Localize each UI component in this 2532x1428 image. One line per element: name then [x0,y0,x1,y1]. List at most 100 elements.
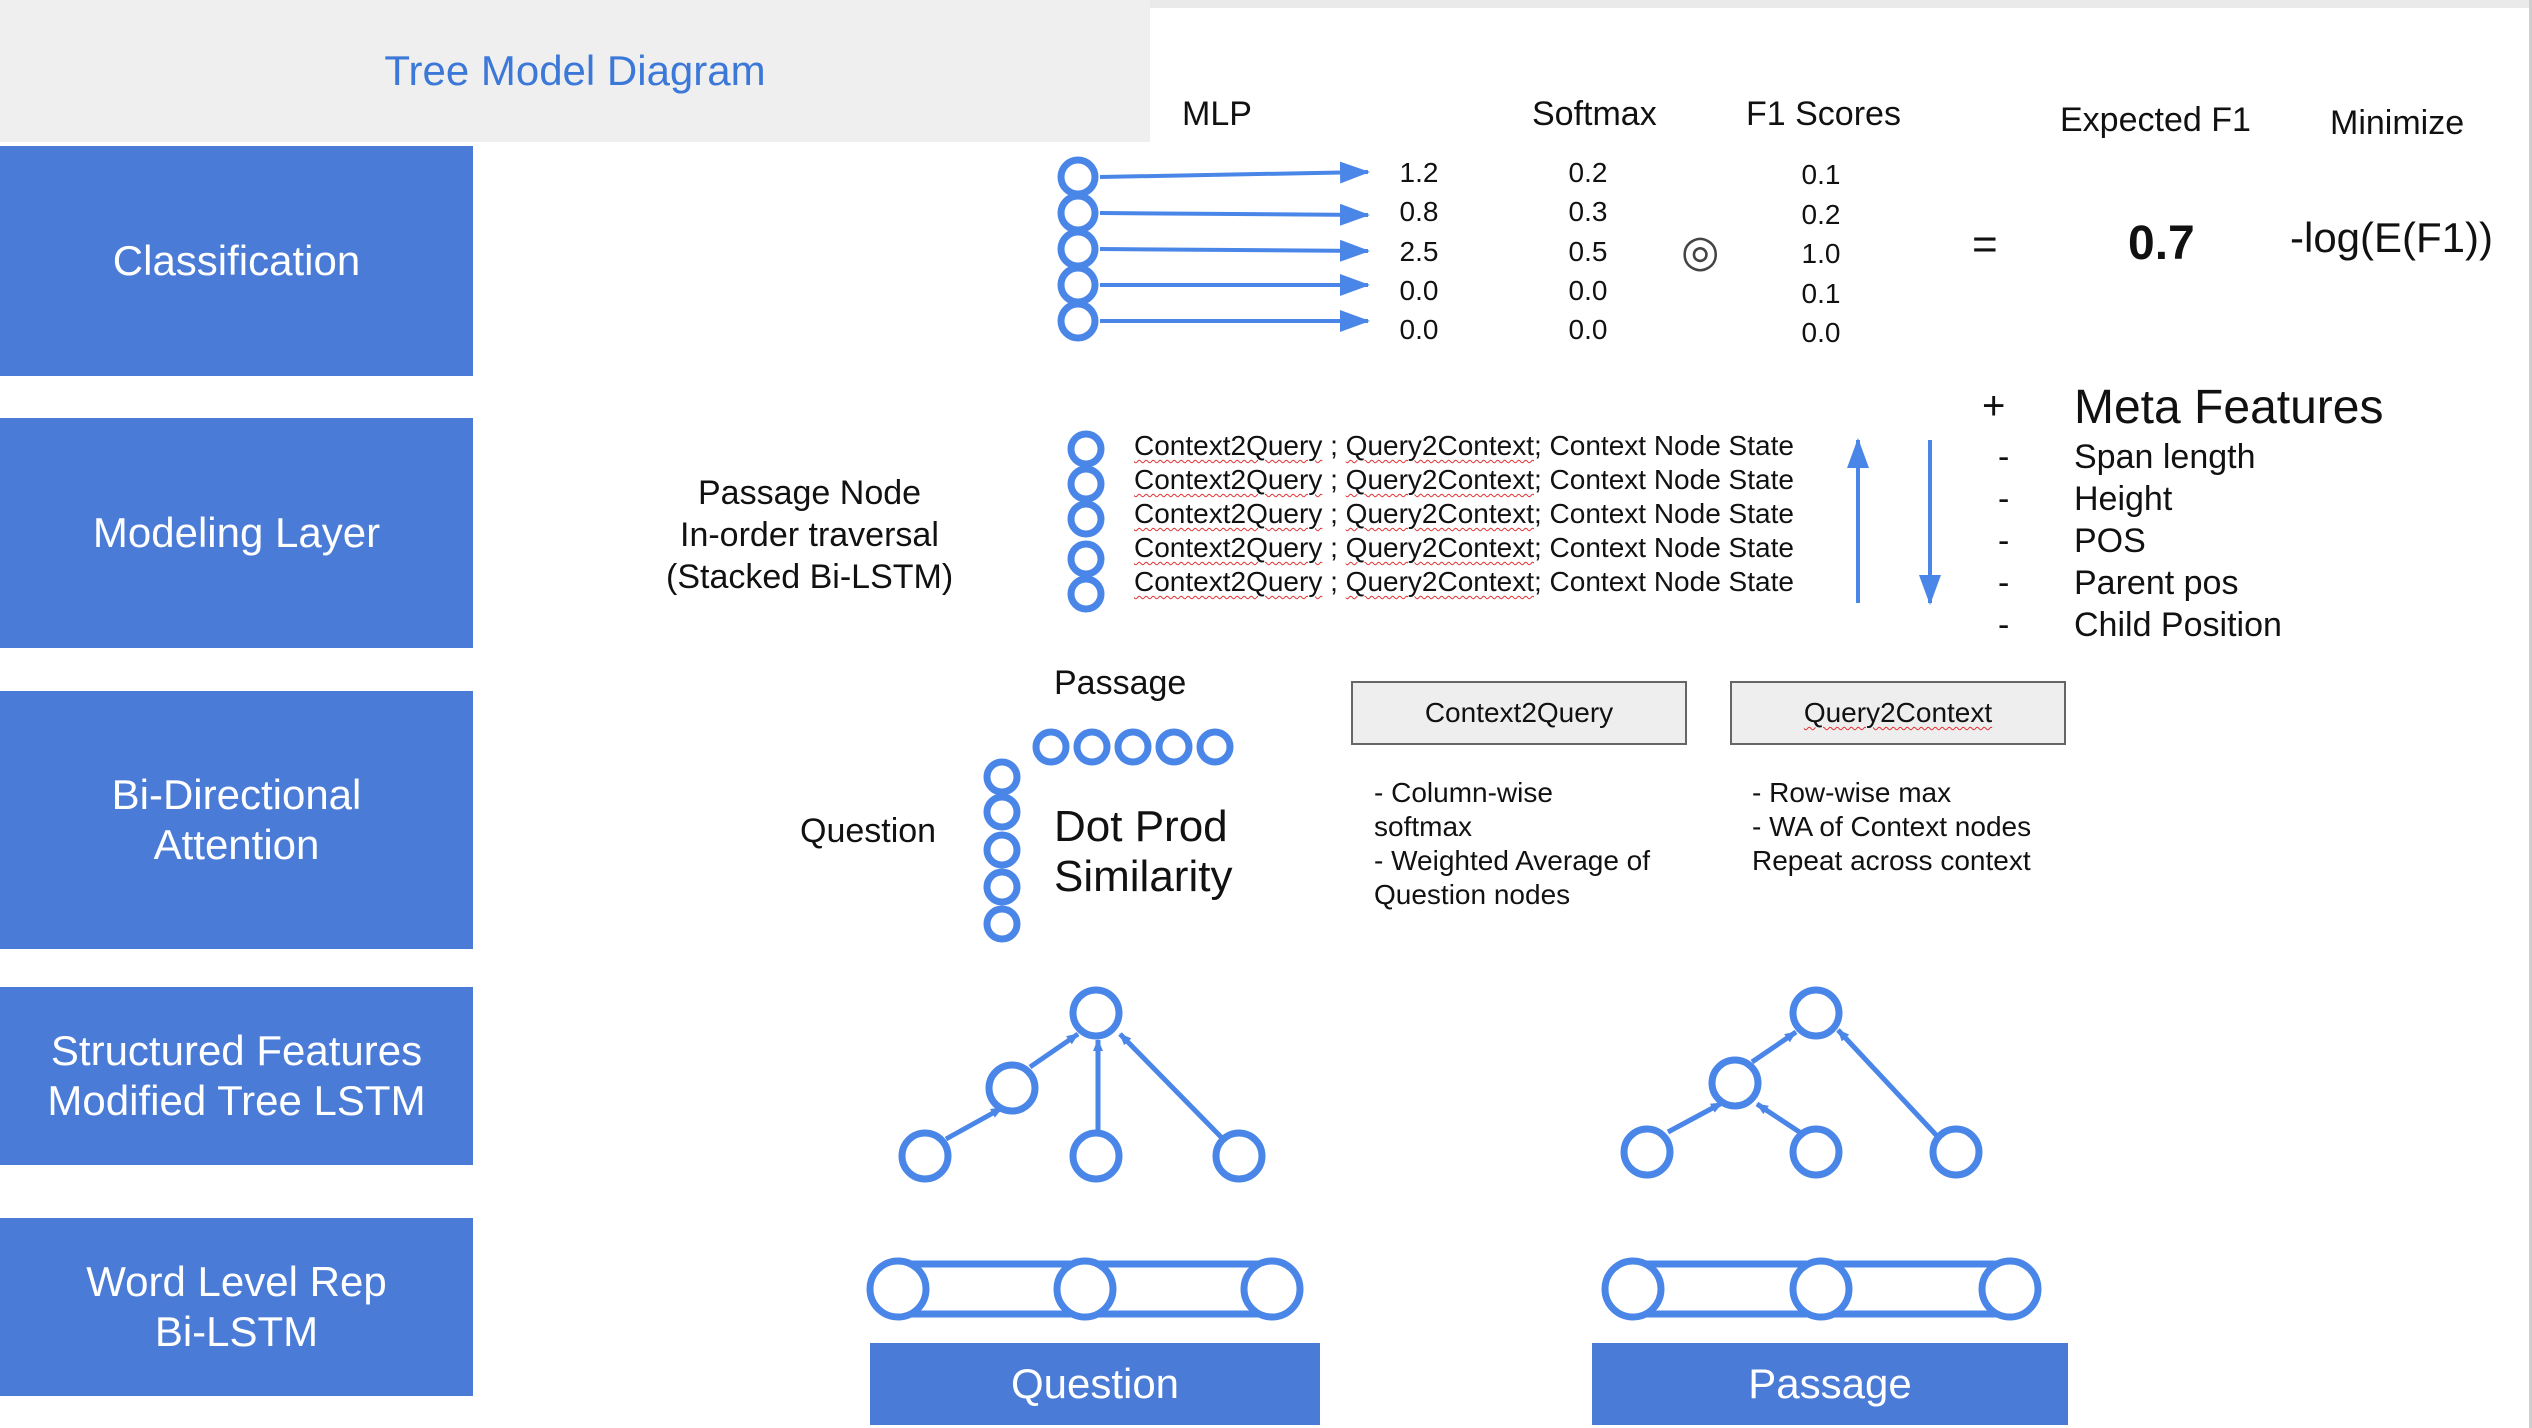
layer-label-line1: Bi-Directional [111,771,362,818]
separator: ; [1322,464,1346,495]
layer-label-line2: Bi-LSTM [154,1308,319,1355]
header-minimize: Minimize [2330,104,2465,142]
equals-sign: = [1972,220,1998,269]
f1-value: 0.1 [1801,159,1841,190]
loss-formula: -log(E(F1)) [2290,214,2494,261]
mlp-value: 0.0 [1399,314,1439,345]
header-mlp: MLP [1182,95,1252,133]
meta-bullet: - [1998,564,2010,602]
c2q-notes: - Column-wise softmax - Weighted Average… [1374,776,1650,912]
note-line: softmax [1374,811,1473,842]
node-state-term: ; Context Node State [1534,430,1794,461]
plus-sign: + [1982,384,2006,428]
softmax-value: 0.0 [1568,275,1608,306]
meta-bullet: - [1998,606,2010,644]
layer-label-line1: Structured Features [50,1027,423,1074]
q2c-notes: - Row-wise max - WA of Context nodes Rep… [1752,776,2031,878]
c2q-box: Context2Query [1351,681,1687,745]
passage-bilstm-chain [1601,1257,2042,1321]
header-expected-f1: Expected F1 [2060,101,2251,139]
similarity-line1: Dot Prod [1054,802,1228,851]
note-line: - WA of Context nodes [1752,811,2032,842]
node-state-term: ; Context Node State [1534,464,1794,495]
softmax-value: 0.3 [1568,196,1608,227]
q2c-box: Query2Context [1730,681,2066,745]
f1-value: 0.1 [1801,278,1841,309]
layer-label: Classification [112,237,361,284]
layer-label-line1: Word Level Rep [86,1258,387,1305]
q2c-term: Query2Context [1345,566,1534,597]
meta-features-title: Meta Features [2074,381,2384,434]
passage-input-label: Passage [1748,1360,1912,1407]
q2c-term: Query2Context [1345,430,1534,461]
modeling-label-line1: Passage Node [698,474,922,512]
softmax-value: 0.2 [1568,157,1608,188]
mlp-arrows [1099,161,1370,332]
question-bilstm-chain [866,1257,1304,1321]
layer-word-level-rep: Word Level Rep Bi-LSTM [0,1218,473,1396]
c2q-term: Context2Query [1134,532,1323,563]
modeling-row: Context2Query ; Query2Context; Context N… [1134,498,1794,530]
modeling-node-column [1067,430,1105,613]
layer-classification: Classification [0,146,473,376]
passage-node-row [1032,728,1234,766]
header-f1-scores: F1 Scores [1746,95,1901,133]
layer-label-line2: Attention [153,821,320,868]
modeling-row: Context2Query ; Query2Context; Context N… [1134,430,1794,462]
c2q-box-label: Context2Query [1424,697,1614,728]
passage-label: Passage [1054,664,1187,702]
q2c-box-label: Query2Context [1803,697,1993,728]
note-line: - Column-wise [1374,777,1553,808]
meta-feature-item: Child Position [2074,606,2282,644]
modeling-label-line3: (Stacked Bi-LSTM) [666,558,954,596]
softmax-value: 0.5 [1568,236,1608,267]
c2q-term: Context2Query [1134,566,1323,597]
separator: ; [1322,430,1346,461]
meta-bullet: - [1998,522,2010,560]
question-tree [898,986,1266,1183]
softmax-value: 0.0 [1568,314,1608,345]
meta-feature-item: Span length [2074,438,2256,476]
layer-modeling: Modeling Layer [0,418,473,648]
header-softmax: Softmax [1532,95,1657,133]
layer-bidirectional-attention: Bi-Directional Attention [0,691,473,949]
c2q-term: Context2Query [1134,430,1323,461]
slide-top-border [1150,0,2532,8]
mlp-value: 0.0 [1399,275,1439,306]
meta-feature-item: Parent pos [2074,564,2239,602]
note-line: Repeat across context [1752,845,2031,876]
c2q-term: Context2Query [1134,498,1323,529]
f1-value: 0.2 [1801,199,1841,230]
mlp-value: 2.5 [1399,236,1439,267]
layer-structured-features: Structured Features Modified Tree LSTM [0,987,473,1165]
meta-feature-item: Height [2074,480,2173,518]
diagram-title-text: Tree Model Diagram [384,47,766,94]
node-state-term: ; Context Node State [1534,498,1794,529]
meta-bullet: - [1998,438,2010,476]
layer-label-line2: Modified Tree LSTM [47,1077,426,1124]
modeling-row: Context2Query ; Query2Context; Context N… [1134,566,1794,598]
slide-right-border [2529,0,2532,1428]
note-line: Question nodes [1374,879,1571,910]
question-node-column [983,758,1021,943]
meta-feature-item: POS [2074,522,2146,560]
f1-value: 0.0 [1801,317,1841,348]
expected-f1-value: 0.7 [2128,217,2195,270]
modeling-row: Context2Query ; Query2Context; Context N… [1134,532,1794,564]
layer-label: Modeling Layer [92,509,381,556]
node-state-term: ; Context Node State [1534,532,1794,563]
question-label: Question [800,812,937,850]
node-state-term: ; Context Node State [1534,566,1794,597]
q2c-term: Query2Context [1345,498,1534,529]
separator: ; [1322,532,1346,563]
mlp-value: 1.2 [1399,157,1439,188]
question-input-box: Question [870,1343,1320,1425]
modeling-row: Context2Query ; Query2Context; Context N… [1134,464,1794,496]
separator: ; [1322,498,1346,529]
question-input-label: Question [1010,1360,1180,1407]
c2q-term: Context2Query [1134,464,1323,495]
separator: ; [1322,566,1346,597]
modeling-label-line2: In-order traversal [680,516,939,554]
